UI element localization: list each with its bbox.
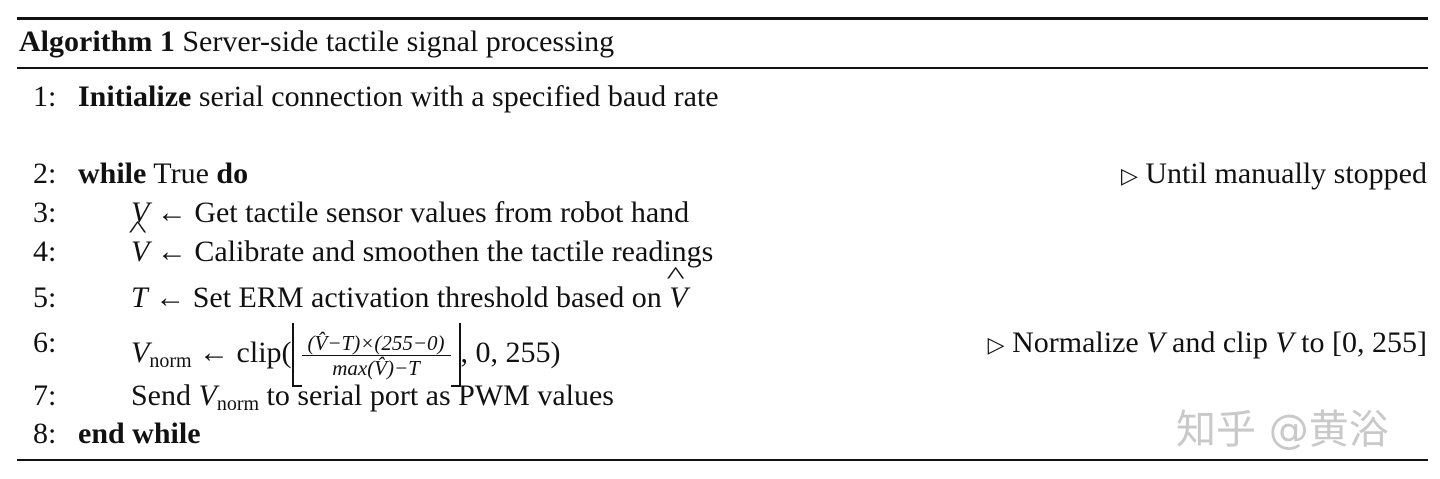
subscript-norm: norm	[149, 349, 192, 372]
floor-left-bracket	[291, 323, 302, 387]
algo-line-4: 4: ^V ← Calibrate and smoothen the tacti…	[0, 218, 1440, 272]
comment-triangle-icon: ▷	[1120, 163, 1138, 188]
line-body: V ← Get tactile sensor values from robot…	[131, 193, 689, 233]
line-body: Send Vnorm to serial port as PWM values	[131, 376, 614, 416]
algorithm-name: Server-side tactile signal processing	[182, 25, 615, 58]
var-t: T	[131, 281, 148, 314]
line-text: True	[146, 157, 217, 190]
line-text: serial connection with a specified baud …	[191, 80, 719, 113]
var-v-hat: ^V	[667, 264, 688, 318]
assign-clip: ← clip(	[191, 335, 292, 369]
fraction-numerator: (V̂−T)×(255−0)	[301, 331, 451, 356]
var-v-hat: ^V	[129, 218, 150, 272]
algo-line-2: 2: while True do ▷ Until manually stoppe…	[0, 154, 1440, 194]
top-rule	[17, 17, 1428, 20]
algo-line-5: 5: T ← Set ERM activation threshold base…	[0, 264, 1440, 318]
line-body: T ← Set ERM activation threshold based o…	[131, 264, 688, 318]
keyword-end-while: end while	[78, 417, 201, 450]
line-comment: ▷ Normalize V and clip V to [0, 255]	[988, 323, 1427, 365]
line-body: Initialize serial connection with a spec…	[78, 77, 719, 117]
var-v-letter: V	[131, 235, 150, 268]
bottom-rule	[17, 459, 1428, 461]
var-v: V	[131, 196, 150, 229]
line-text: ← Calibrate and smoothen the tactile rea…	[149, 235, 714, 268]
line-number: 7:	[33, 379, 57, 412]
line-body: end while	[78, 414, 201, 454]
hat-accent-icon: ^	[128, 217, 147, 243]
keyword-do: do	[216, 157, 249, 190]
algorithm-label: Algorithm 1	[19, 25, 175, 58]
line-body: Vnorm ← clip( (V̂−T)×(255−0)max(V̂)−T , 0,…	[131, 323, 561, 387]
algo-line-1: 1: Initialize serial connection with a s…	[0, 77, 1440, 117]
comment-text-b: and clip	[1164, 326, 1276, 359]
line-text: ← Get tactile sensor values from robot h…	[149, 196, 690, 229]
line-text-post: to serial port as PWM values	[259, 379, 614, 412]
var-v: V	[198, 379, 217, 412]
var-v: V	[1146, 326, 1165, 359]
algo-line-3: 3: V ← Get tactile sensor values from ro…	[0, 193, 1440, 233]
hat-accent-icon: ^	[666, 263, 685, 289]
floor-right-bracket	[450, 323, 461, 387]
var-v-letter: V	[669, 281, 688, 314]
comment-text-a: Normalize	[1012, 326, 1147, 359]
comment-triangle-icon: ▷	[987, 332, 1005, 357]
keyword-while: while	[78, 157, 147, 190]
line-number: 6:	[33, 326, 57, 359]
line-body: ^V ← Calibrate and smoothen the tactile …	[129, 218, 714, 272]
fraction-denominator: max(V̂)−T	[332, 355, 420, 380]
fraction: (V̂−T)×(255−0)max(V̂)−T	[301, 331, 451, 380]
var-v: V	[1275, 326, 1294, 359]
comment-text: Until manually stopped	[1145, 157, 1427, 190]
watermark: 知乎 @黄浴	[1176, 407, 1389, 453]
keyword-initialize: Initialize	[78, 80, 192, 113]
line-text-pre: Send	[131, 379, 199, 412]
line-number: 8:	[33, 417, 57, 450]
var-v: V	[131, 335, 150, 369]
line-number: 1:	[33, 80, 57, 113]
line-number: 4:	[33, 235, 57, 268]
header-rule	[17, 67, 1428, 69]
subscript-norm: norm	[216, 393, 260, 415]
algorithm-title: Algorithm 1 Server-side tactile signal p…	[19, 22, 614, 62]
comment-text-c: to [0, 255]	[1293, 326, 1427, 359]
line-number: 5:	[33, 281, 57, 314]
line-number: 2:	[33, 157, 57, 190]
line-comment: ▷ Until manually stopped	[1121, 154, 1427, 196]
algo-line-7: 7: Send Vnorm to serial port as PWM valu…	[0, 376, 1440, 416]
algo-line-8: 8: end while	[0, 414, 1440, 454]
clip-args: , 0, 255)	[460, 335, 561, 369]
line-text: ← Set ERM activation threshold based on	[147, 281, 670, 314]
algo-line-6: 6: Vnorm ← clip( (V̂−T)×(255−0)max(V̂)−T,…	[0, 323, 1440, 387]
line-number: 3:	[33, 196, 57, 229]
line-body: while True do	[78, 154, 248, 194]
